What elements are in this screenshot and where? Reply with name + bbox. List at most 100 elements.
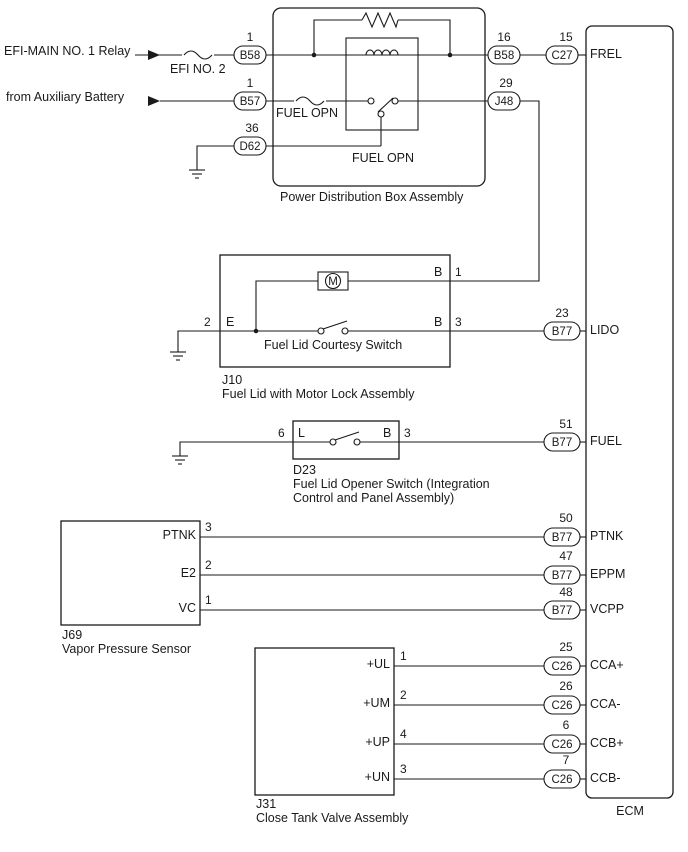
pin-lido: 23 — [555, 306, 569, 320]
pin-b58-out: 16 — [497, 30, 511, 44]
connector-d62: D62 — [233, 136, 267, 156]
pin-vcpp-ecm: 48 — [559, 585, 573, 599]
opener-label-line1: Fuel Lid Opener Switch (Integration — [293, 477, 490, 491]
power-distribution-box — [272, 7, 486, 187]
terminal-lid-e: E — [226, 315, 234, 329]
terminal-up: +UP — [365, 735, 390, 749]
pin-b58-in: 1 — [247, 30, 254, 44]
ground-icon — [172, 455, 188, 465]
pin-c27: 15 — [559, 30, 573, 44]
pin-ptnk-ecm: 50 — [559, 511, 573, 525]
pin-cca-plus: 25 — [559, 640, 573, 654]
relay-coil-icon — [365, 49, 399, 56]
wires — [135, 19, 586, 780]
pin-um: 2 — [400, 688, 407, 702]
ctv-id: J31 — [256, 797, 276, 811]
motor-icon: M — [317, 271, 349, 291]
source-aux-battery: from Auxiliary Battery — [6, 90, 125, 104]
vapor-id: J69 — [62, 628, 82, 642]
fuse-fuel-opn-icon — [295, 96, 325, 106]
connector-c27: C27 — [545, 45, 579, 65]
opener-label-line2: Control and Panel Assembly) — [293, 491, 454, 505]
terminal-lid-b: B — [434, 315, 442, 329]
ground-icon — [189, 169, 205, 179]
svg-text:C26: C26 — [551, 700, 572, 712]
pin-b57-in: 1 — [247, 76, 254, 90]
pdb-label: Power Distribution Box Assembly — [280, 190, 464, 204]
pin-eppm-ecm: 47 — [559, 549, 573, 563]
ecm-terminal-fuel: FUEL — [590, 434, 622, 448]
terminal-e2: E2 — [181, 566, 196, 580]
svg-text:B77: B77 — [552, 437, 572, 449]
arrow-right-icon — [148, 50, 160, 60]
close-tank-valve-box — [254, 647, 395, 796]
connector-b58-in: B58 — [233, 45, 267, 65]
connector-b58-out: B58 — [487, 45, 521, 65]
source-efi-main-relay: EFI-MAIN NO. 1 Relay — [4, 44, 131, 58]
pin-j48: 29 — [499, 76, 513, 90]
fuel-lid-id: J10 — [222, 373, 242, 387]
terminal-ptnk: PTNK — [163, 528, 197, 542]
connector-c26-ccb-minus: C26 — [543, 769, 581, 789]
pin-ptnk-sensor: 3 — [205, 520, 212, 534]
pin-opener-b: 3 — [404, 426, 411, 440]
relay-label: FUEL OPN — [352, 151, 414, 165]
connector-c26-cca-plus: C26 — [543, 656, 581, 676]
ecm-terminal-ccb-minus: CCB- — [590, 771, 621, 785]
vapor-pressure-sensor-box — [60, 520, 201, 626]
terminal-opener-b: B — [383, 426, 391, 440]
svg-text:B77: B77 — [552, 570, 572, 582]
courtesy-switch-icon — [317, 320, 349, 335]
ecm-terminal-ptnk: PTNK — [590, 529, 624, 543]
svg-text:B57: B57 — [240, 96, 260, 108]
svg-text:M: M — [328, 276, 338, 288]
svg-text:B77: B77 — [552, 532, 572, 544]
pin-lid-switch-b: 3 — [455, 315, 462, 329]
ecm-box — [585, 25, 674, 799]
ctv-label: Close Tank Valve Assembly — [256, 811, 409, 825]
pin-un: 3 — [400, 762, 407, 776]
pin-e2-sensor: 2 — [205, 558, 212, 572]
svg-text:D62: D62 — [239, 141, 260, 153]
connector-b77-lido: B77 — [543, 321, 581, 341]
svg-text:J48: J48 — [495, 96, 514, 108]
fuse-efi-no2-icon — [183, 50, 213, 60]
terminal-ul: +UL — [367, 657, 390, 671]
connector-b77-vcpp: B77 — [543, 600, 581, 620]
arrow-right-icon — [148, 96, 160, 106]
ground-icon — [170, 351, 186, 361]
connector-c26-cca-minus: C26 — [543, 695, 581, 715]
pin-lid-motor-b: 1 — [455, 265, 462, 279]
resistor-icon — [361, 11, 399, 29]
terminal-motor-b: B — [434, 265, 442, 279]
connector-b77-eppm: B77 — [543, 565, 581, 585]
terminal-vc: VC — [179, 601, 196, 615]
svg-text:B58: B58 — [494, 50, 514, 62]
svg-text:C26: C26 — [551, 739, 572, 751]
pin-fuel: 51 — [559, 417, 573, 431]
opener-switch-icon — [329, 431, 361, 446]
terminal-um: +UM — [363, 696, 390, 710]
pin-lid-e: 2 — [204, 315, 211, 329]
pin-up: 4 — [400, 727, 407, 741]
connector-j48: J48 — [487, 91, 521, 111]
connector-c26-ccb-plus: C26 — [543, 734, 581, 754]
terminal-un: +UN — [365, 770, 390, 784]
ecm-terminal-vcpp: VCPP — [590, 602, 624, 616]
fuse-fuel-opn-label: FUEL OPN — [276, 106, 338, 120]
ecm-label: ECM — [616, 804, 644, 818]
pin-d62: 36 — [245, 121, 259, 135]
pin-vc-sensor: 1 — [205, 593, 212, 607]
pin-cca-minus: 26 — [559, 679, 573, 693]
fuse-efi-no2-label: EFI NO. 2 — [170, 62, 226, 76]
relay-switch-icon — [367, 97, 399, 118]
svg-text:C27: C27 — [551, 50, 572, 62]
connector-b57: B57 — [233, 91, 267, 111]
terminal-opener-l: L — [298, 426, 305, 440]
svg-text:B77: B77 — [552, 326, 572, 338]
vapor-label: Vapor Pressure Sensor — [62, 642, 191, 656]
pin-opener-l: 6 — [278, 426, 285, 440]
ecm-terminal-eppm: EPPM — [590, 567, 625, 581]
fuel-lid-opener-switch-box — [292, 420, 400, 460]
